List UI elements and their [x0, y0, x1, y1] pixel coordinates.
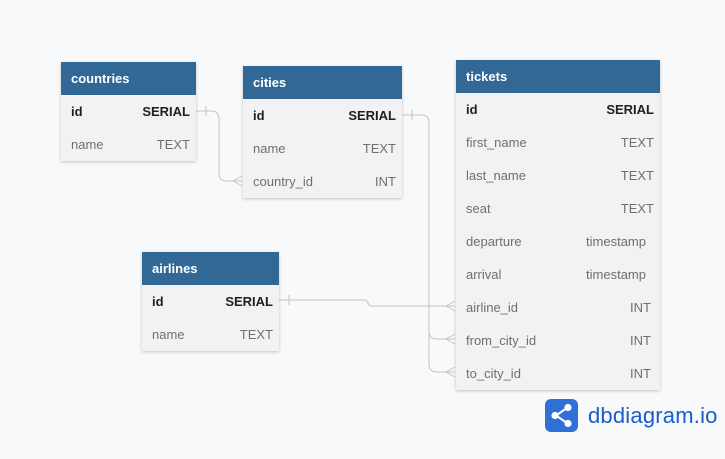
table-tickets[interactable]: tickets id SERIAL first_name TEXT last_n… — [456, 60, 660, 390]
table-header-countries[interactable]: countries — [61, 62, 196, 95]
table-cities[interactable]: cities id SERIAL name TEXT country_id IN… — [243, 66, 402, 198]
field-row[interactable]: first_name TEXT — [456, 126, 660, 159]
relation-countries-cities[interactable] — [196, 106, 243, 187]
field-row[interactable]: id SERIAL — [456, 93, 660, 126]
dbdiagram-logo-icon — [545, 399, 578, 432]
brand-name: dbdiagram.io — [588, 402, 718, 428]
brand-watermark[interactable]: dbdiagram.io — [545, 399, 718, 432]
field-row[interactable]: id SERIAL — [61, 95, 196, 128]
field-type: TEXT — [239, 327, 273, 342]
field-type: SERIAL — [142, 104, 190, 119]
field-name: arrival — [466, 267, 502, 282]
field-name: from_city_id — [466, 333, 537, 348]
field-name: id — [466, 102, 478, 117]
field-name: name — [71, 137, 104, 152]
field-row[interactable]: airline_id INT — [456, 291, 660, 324]
field-type: INT — [375, 174, 396, 189]
field-name: last_name — [466, 168, 526, 183]
field-name: id — [253, 108, 265, 123]
field-type: SERIAL — [348, 108, 396, 123]
field-name: name — [253, 141, 286, 156]
field-row[interactable]: arrival timestamp — [456, 258, 660, 291]
field-row[interactable]: id SERIAL — [243, 99, 402, 132]
field-type: TEXT — [620, 135, 654, 150]
field-type: TEXT — [620, 168, 654, 183]
field-name: name — [152, 327, 185, 342]
field-row[interactable]: name TEXT — [243, 132, 402, 165]
field-type: timestamp — [586, 234, 646, 249]
field-row[interactable]: from_city_id INT — [456, 324, 660, 357]
relation-airlines-tickets[interactable] — [279, 295, 456, 312]
field-row[interactable]: country_id INT — [243, 165, 402, 198]
field-type: TEXT — [620, 201, 654, 216]
relation-cities-tickets[interactable] — [402, 110, 456, 378]
table-countries[interactable]: countries id SERIAL name TEXT — [61, 62, 196, 161]
field-name: id — [71, 104, 83, 119]
field-row[interactable]: departure timestamp — [456, 225, 660, 258]
field-type: TEXT — [156, 137, 190, 152]
field-name: airline_id — [466, 300, 519, 315]
table-airlines[interactable]: airlines id SERIAL name TEXT — [142, 252, 279, 351]
field-row[interactable]: name TEXT — [142, 318, 279, 351]
field-type: INT — [630, 300, 651, 315]
field-name: seat — [466, 201, 491, 216]
field-type: timestamp — [586, 267, 646, 282]
field-name: to_city_id — [466, 366, 521, 381]
field-row[interactable]: to_city_id INT — [456, 357, 660, 390]
field-type: INT — [630, 366, 651, 381]
field-name: first_name — [466, 135, 527, 150]
field-name: id — [152, 294, 164, 309]
field-row[interactable]: seat TEXT — [456, 192, 660, 225]
field-row[interactable]: id SERIAL — [142, 285, 279, 318]
field-type: SERIAL — [225, 294, 273, 309]
table-header-tickets[interactable]: tickets — [456, 60, 660, 93]
field-type: INT — [630, 333, 651, 348]
table-header-airlines[interactable]: airlines — [142, 252, 279, 285]
field-row[interactable]: name TEXT — [61, 128, 196, 161]
field-row[interactable]: last_name TEXT — [456, 159, 660, 192]
field-name: departure — [466, 234, 522, 249]
table-header-cities[interactable]: cities — [243, 66, 402, 99]
field-name: country_id — [253, 174, 313, 189]
field-type: TEXT — [362, 141, 396, 156]
field-type: SERIAL — [606, 102, 654, 117]
